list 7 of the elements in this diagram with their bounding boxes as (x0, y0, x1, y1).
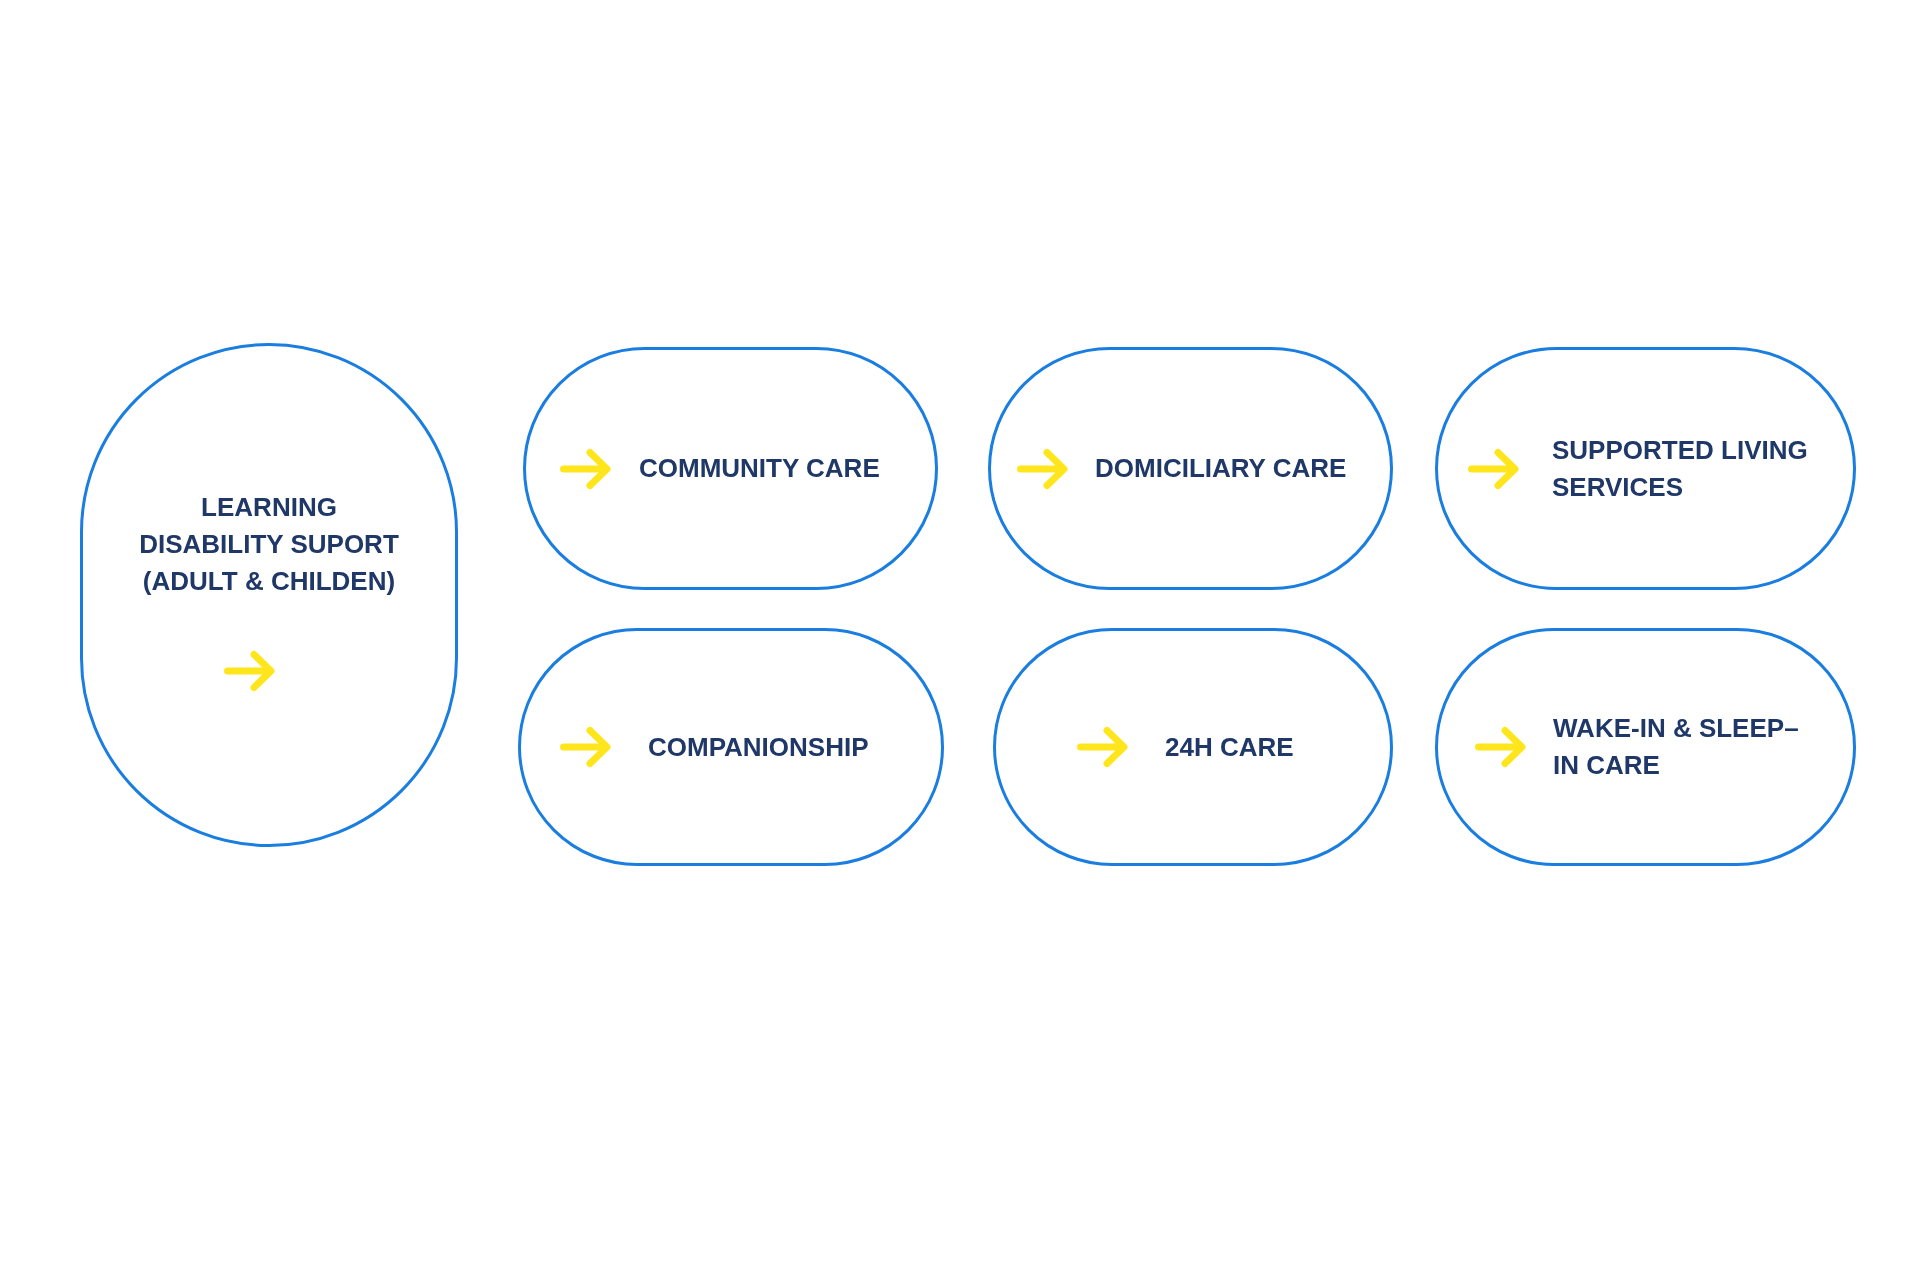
service-label: COMPANIONSHIP (648, 730, 869, 764)
service-label: WAKE-IN & SLEEP– IN CARE (1553, 712, 1800, 782)
service-label: 24H CARE (1165, 730, 1294, 764)
service-label: SUPPORTED LIVING SERVICES (1552, 433, 1809, 504)
service-label: DOMICILIARY CARE (1095, 452, 1347, 485)
service-label: LEARNING DISABILITY SUPORT (ADULT & CHILDEN) (138, 491, 400, 598)
service-label: COMMUNITY CARE (639, 452, 880, 485)
